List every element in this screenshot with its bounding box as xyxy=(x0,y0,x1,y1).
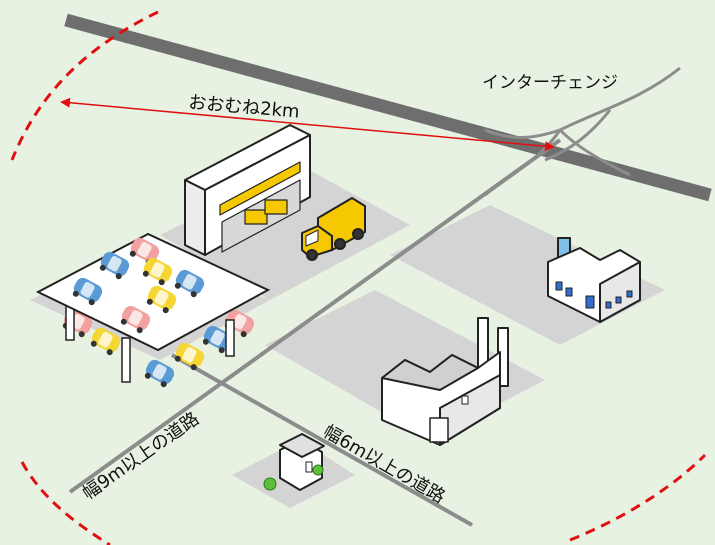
radius-arc-top-left xyxy=(10,10,159,161)
road-6m xyxy=(171,353,473,527)
factory-icon-center xyxy=(381,317,509,446)
lot-warehouse xyxy=(160,165,410,300)
warehouse-icon xyxy=(184,124,311,256)
parking-structure-icon xyxy=(35,232,271,390)
house-icon xyxy=(279,433,325,491)
road-9m xyxy=(68,138,562,494)
interchange-label: インターチェンジ xyxy=(482,73,618,93)
radius-arc-bottom-right xyxy=(569,453,707,542)
plant-icon xyxy=(263,464,324,491)
truck-icon xyxy=(301,197,366,261)
distance-arrow xyxy=(60,97,555,152)
factory-icon xyxy=(547,237,641,323)
radius-arc-bottom-left xyxy=(20,461,111,545)
